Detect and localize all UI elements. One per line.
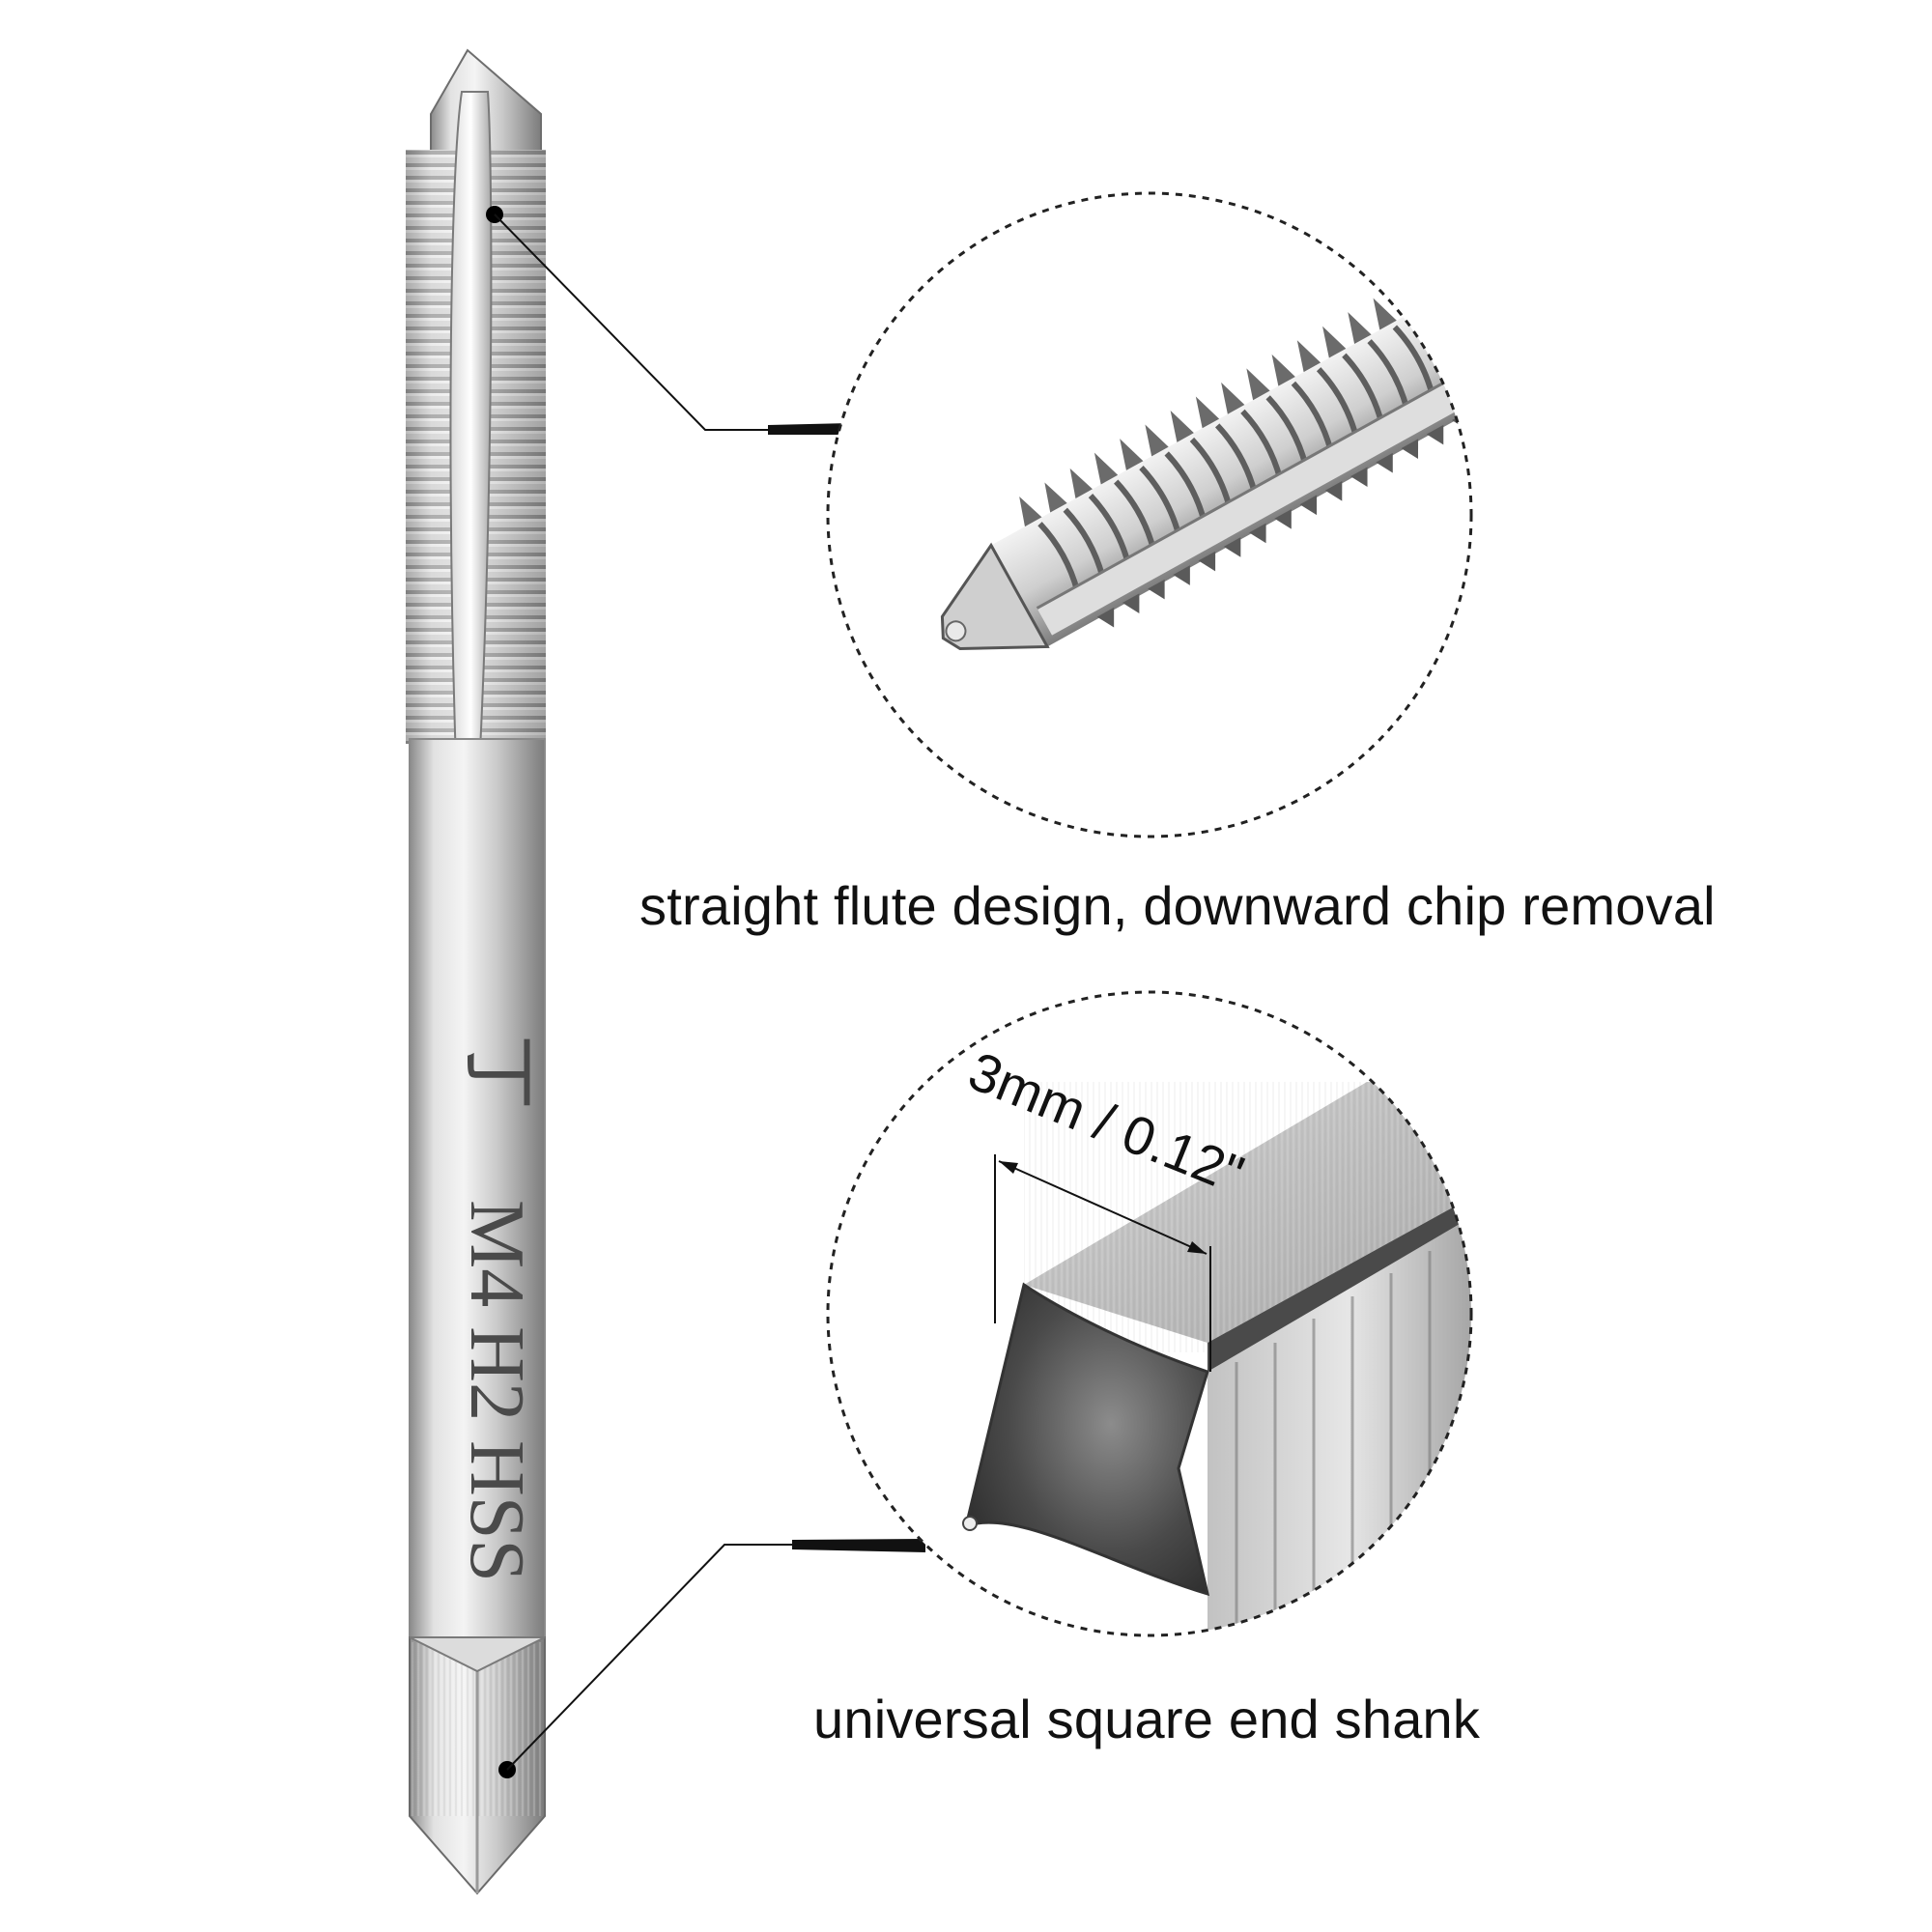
caption-flute-design: straight flute design, downward chip rem… [639,875,1716,936]
callout-leader-shank [506,1539,925,1771]
callout-leader-flute [494,213,850,435]
caption-square-shank: universal square end shank [813,1689,1481,1749]
zoom-circle-flute [826,191,1473,838]
tap-engraving: M4 H2 HSS [454,1200,539,1582]
tap-engraving-mark: 丁 [457,1035,541,1110]
zoom-square-end-cone [963,1282,1210,1597]
zoom-tap-tip [940,542,1050,650]
tap-shank [409,738,546,1638]
tap-body: M4 H2 HSS 丁 [406,48,546,1895]
zoom-circle-shank [826,990,1473,1637]
